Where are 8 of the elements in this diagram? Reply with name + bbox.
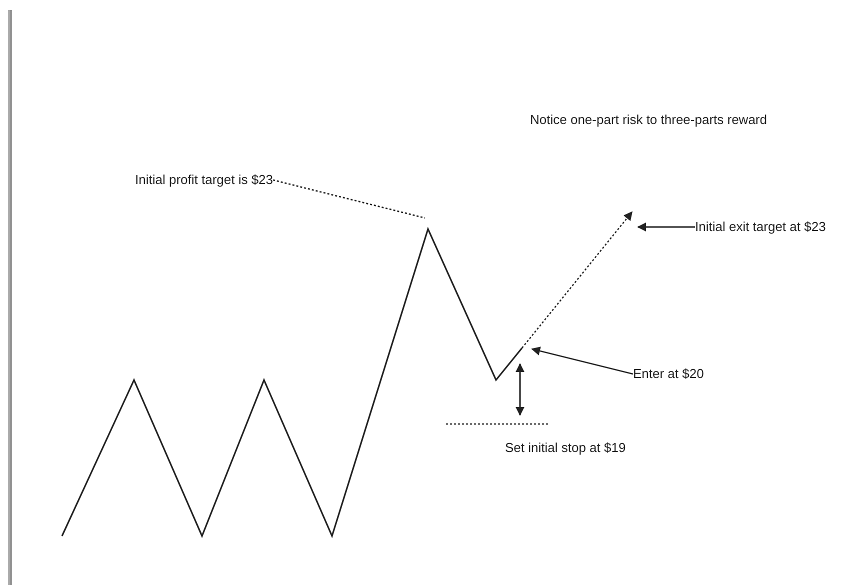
callout-text: Initial exit target at $23 xyxy=(695,219,826,235)
leader-arrow xyxy=(531,346,634,375)
note-text: Notice one-part risk to three-parts reward xyxy=(530,112,767,128)
callout-text: Initial profit target is $23 xyxy=(135,172,274,188)
leader-arrow xyxy=(637,222,695,232)
callout-text: Enter at $20 xyxy=(633,366,704,382)
leader-line xyxy=(272,179,426,219)
callout-text: Set initial stop at $19 xyxy=(505,440,626,456)
